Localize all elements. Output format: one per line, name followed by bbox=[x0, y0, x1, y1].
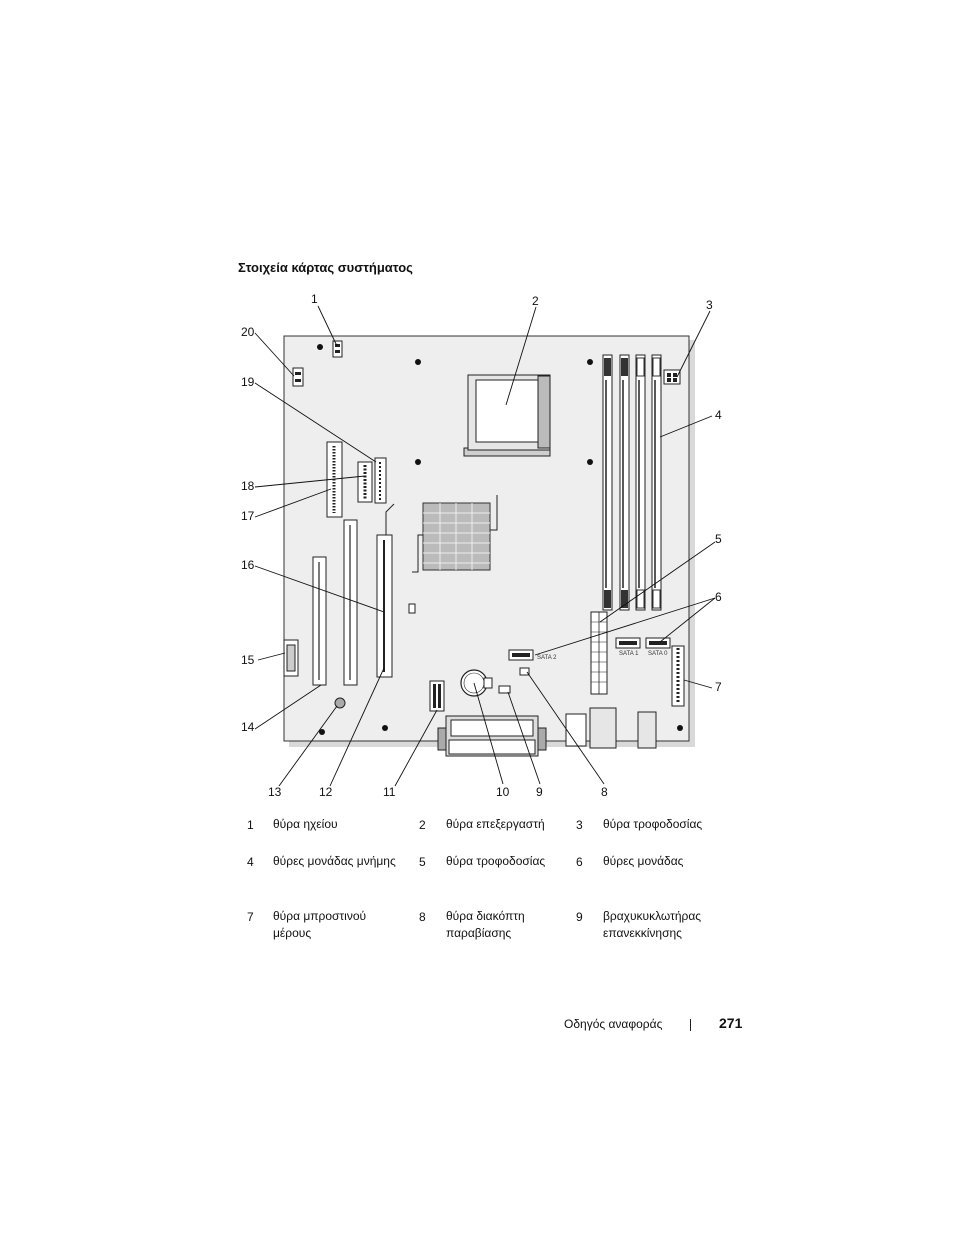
callout-4: 4 bbox=[715, 408, 722, 422]
processor-socket bbox=[463, 374, 551, 457]
chipset-heatsink bbox=[412, 495, 498, 573]
usb-header bbox=[429, 680, 445, 712]
front-panel-connector bbox=[671, 645, 685, 707]
callout-9: 9 bbox=[536, 785, 543, 799]
legend-number: 3 bbox=[576, 818, 583, 832]
sata2-label: SATA 2 bbox=[537, 655, 557, 661]
legend-text: θύρα τροφοδοσίας bbox=[603, 817, 703, 831]
callout-7: 7 bbox=[715, 680, 722, 694]
legend-text: θύρα επεξεργαστή bbox=[446, 817, 545, 831]
fan-connector bbox=[292, 367, 304, 387]
callout-20: 20 bbox=[241, 325, 255, 339]
legend-number: 1 bbox=[247, 818, 254, 832]
footer-title: Οδηγός αναφοράς bbox=[564, 1017, 663, 1031]
callout-17: 17 bbox=[241, 509, 255, 523]
legend-number: 2 bbox=[419, 818, 426, 832]
main-power-connector bbox=[590, 611, 608, 695]
legend-text: θύρες μονάδας μνήμης bbox=[273, 854, 396, 868]
mounting-holes bbox=[317, 344, 683, 735]
section-heading: Στοιχεία κάρτας συστήματος bbox=[238, 260, 413, 275]
pcie-x16-slot bbox=[376, 503, 395, 678]
intrusion-connector bbox=[519, 667, 530, 676]
callout-12: 12 bbox=[319, 785, 333, 799]
pci-slots bbox=[312, 519, 358, 686]
callout-11: 11 bbox=[383, 785, 396, 799]
legend-text: θύρα τροφοδοσίας bbox=[446, 854, 546, 868]
callout-3: 3 bbox=[706, 298, 713, 312]
back-panel-connectors bbox=[437, 707, 657, 757]
callout-18: 18 bbox=[241, 479, 255, 493]
footer-separator bbox=[690, 1019, 691, 1031]
legend-text: θύρα ηχείου bbox=[273, 817, 338, 831]
sata1-label: SATA 1 bbox=[619, 651, 639, 657]
power-led bbox=[334, 697, 346, 709]
legend-number: 4 bbox=[247, 855, 254, 869]
legend-text: θύρα διακόπτη παραβίασης bbox=[446, 909, 525, 940]
legend-text: θύρες μονάδας bbox=[603, 854, 684, 868]
callout-15: 15 bbox=[241, 653, 255, 667]
callout-2: 2 bbox=[532, 294, 539, 308]
legend-number: 9 bbox=[576, 910, 583, 924]
callout-16: 16 bbox=[241, 558, 255, 572]
callout-6: 6 bbox=[715, 590, 722, 604]
serial-header bbox=[374, 457, 387, 504]
ps2-header bbox=[283, 639, 299, 677]
sata-connectors bbox=[508, 637, 671, 661]
legend-text: θύρα μπροστινού μέρους bbox=[273, 909, 367, 940]
memory-slots bbox=[602, 354, 662, 611]
floppy-connector bbox=[357, 461, 373, 503]
callout-5: 5 bbox=[715, 532, 722, 546]
legend-number: 6 bbox=[576, 855, 583, 869]
power-connector-small bbox=[663, 369, 681, 385]
sata0-label: SATA 0 bbox=[648, 651, 668, 657]
leader-lines bbox=[254, 305, 716, 787]
speaker-connector bbox=[332, 340, 343, 358]
callout-13: 13 bbox=[268, 785, 282, 799]
legend-number: 5 bbox=[419, 855, 426, 869]
callout-14: 14 bbox=[241, 720, 255, 734]
legend-text: βραχυκυκλωτήρας επανεκκίνησης bbox=[603, 909, 702, 940]
small-jumper bbox=[408, 603, 416, 614]
legend-number: 7 bbox=[247, 910, 254, 924]
legend-number: 8 bbox=[419, 910, 426, 924]
callout-19: 19 bbox=[241, 375, 255, 389]
reset-jumper bbox=[498, 685, 511, 694]
page-number: 271 bbox=[719, 1015, 743, 1031]
callout-10: 10 bbox=[496, 785, 510, 799]
callout-8: 8 bbox=[601, 785, 608, 799]
callout-1: 1 bbox=[311, 292, 318, 306]
